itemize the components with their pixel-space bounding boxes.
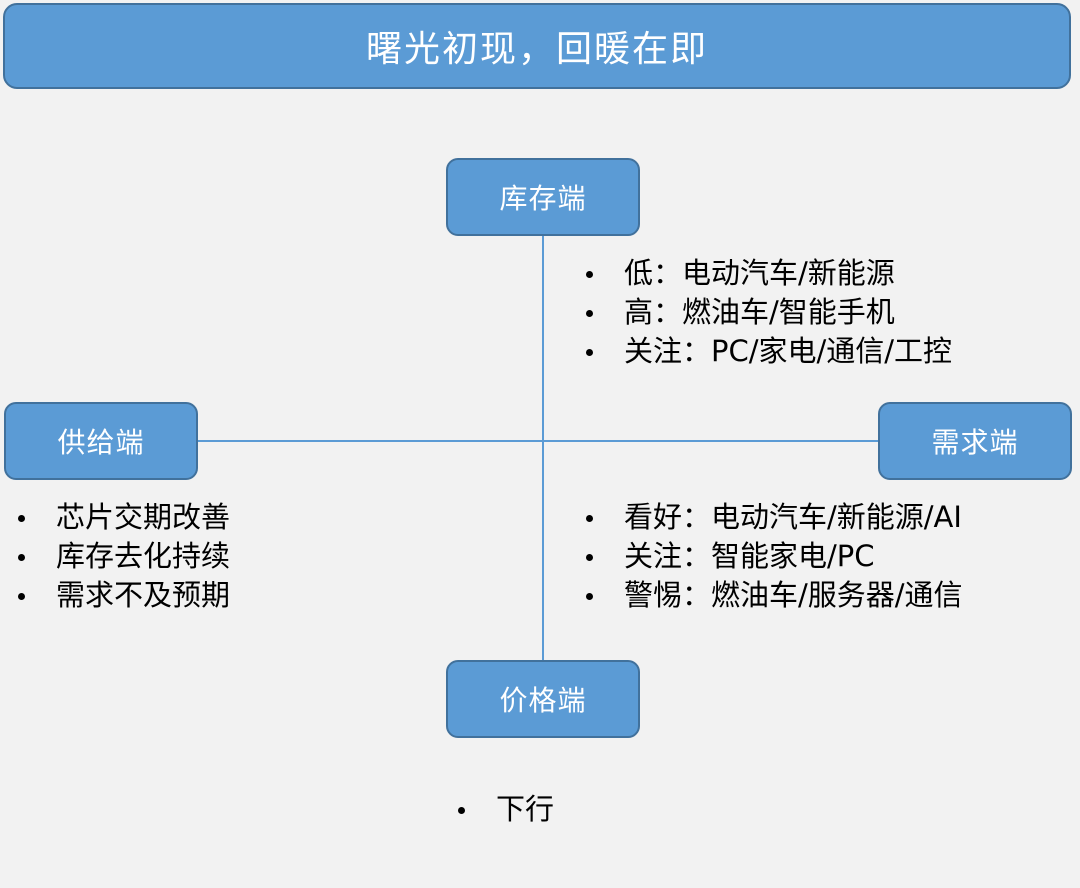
list-item: 低：电动汽车/新能源 bbox=[584, 254, 952, 293]
demand-list: 看好：电动汽车/新能源/AI 关注：智能家电/PC 警惕：燃油车/服务器/通信 bbox=[584, 498, 963, 615]
list-item: 关注：智能家电/PC bbox=[584, 537, 963, 576]
vertical-axis-line bbox=[542, 236, 544, 662]
list-item: 看好：电动汽车/新能源/AI bbox=[584, 498, 963, 537]
node-supply: 供给端 bbox=[4, 402, 198, 480]
node-inventory: 库存端 bbox=[446, 158, 640, 236]
horizontal-axis-line bbox=[198, 440, 878, 442]
node-demand: 需求端 bbox=[878, 402, 1072, 480]
list-item: 关注：PC/家电/通信/工控 bbox=[584, 332, 952, 371]
list-item: 下行 bbox=[456, 790, 554, 829]
page-title: 曙光初现，回暖在即 bbox=[3, 3, 1071, 89]
list-item: 高：燃油车/智能手机 bbox=[584, 293, 952, 332]
list-item: 需求不及预期 bbox=[16, 576, 230, 615]
list-item: 警惕：燃油车/服务器/通信 bbox=[584, 576, 963, 615]
price-list: 下行 bbox=[456, 790, 554, 829]
supply-list: 芯片交期改善 库存去化持续 需求不及预期 bbox=[16, 498, 230, 615]
list-item: 库存去化持续 bbox=[16, 537, 230, 576]
list-item: 芯片交期改善 bbox=[16, 498, 230, 537]
node-price: 价格端 bbox=[446, 660, 640, 738]
inventory-list: 低：电动汽车/新能源 高：燃油车/智能手机 关注：PC/家电/通信/工控 bbox=[584, 254, 952, 371]
